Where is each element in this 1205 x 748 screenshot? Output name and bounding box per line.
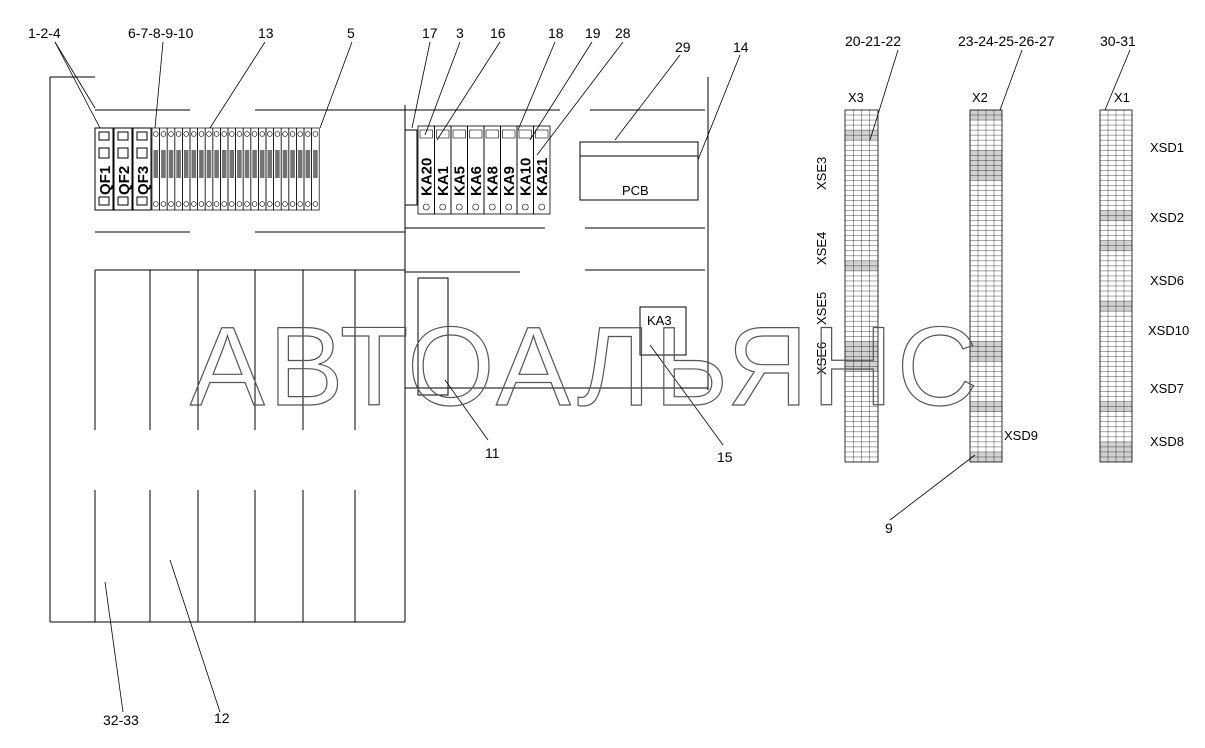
connector-x3-label: X3 [848, 90, 864, 105]
connector-side-label: XSD6 [1150, 273, 1184, 288]
terminal [174, 127, 183, 211]
relay-label: KA10 [518, 158, 535, 196]
connector-side-label: XSD1 [1150, 140, 1184, 155]
terminal [182, 127, 191, 211]
terminal [250, 127, 259, 211]
connector-x2 [969, 109, 1003, 463]
pcb-label: PCB [622, 183, 649, 198]
terminal [189, 127, 198, 211]
relay-ka3: KA3 [639, 306, 687, 356]
relay-label: KA5 [452, 166, 469, 196]
terminal [159, 127, 168, 211]
callout-label: 16 [490, 25, 506, 41]
callout-label: 28 [615, 25, 631, 41]
breaker-qf1: QF1 [94, 127, 114, 211]
connector-x3 [844, 109, 879, 463]
relay-label: KA21 [534, 158, 551, 196]
relay: KA10 [516, 125, 535, 215]
relay-label: KA20 [419, 158, 436, 196]
relay: KA8 [483, 125, 502, 215]
terminal-row [151, 127, 320, 211]
connector-side-label: XSE5 [814, 292, 829, 325]
terminal [258, 127, 267, 211]
terminal [166, 127, 176, 211]
relay: KA6 [467, 125, 485, 215]
connector-x1 [1099, 109, 1133, 463]
callout-label: 3 [456, 25, 464, 41]
callout-label: 9 [885, 520, 893, 536]
callout-label: 5 [347, 25, 355, 41]
relay-label: KA8 [485, 166, 502, 196]
terminal [204, 127, 214, 211]
connector-side-label: XSD7 [1150, 381, 1184, 396]
terminal [197, 127, 206, 211]
connector-x2-label: X2 [972, 90, 988, 105]
callout-label: 15 [717, 449, 733, 465]
callout-label: 11 [485, 445, 500, 461]
breaker-qf2: QF2 [113, 127, 133, 211]
watermark: АВТОАЛЬЯНС [190, 304, 982, 429]
relay-label: KA9 [501, 166, 518, 196]
relay: KA20 [417, 125, 436, 215]
connector-side-label: XSD9 [1004, 428, 1038, 443]
relay: KA21 [533, 125, 551, 215]
terminal [280, 127, 290, 211]
relay-label: KA6 [468, 166, 485, 196]
terminal [288, 127, 297, 211]
pcb-board: PCB [579, 141, 699, 201]
callout-label: 14 [733, 39, 749, 55]
connector-side-label: XSD10 [1148, 323, 1189, 338]
terminal [303, 127, 312, 211]
callout-label: 12 [214, 710, 230, 726]
terminal [296, 127, 305, 211]
callout-label: 18 [548, 25, 564, 41]
relay-ka3-label: KA3 [647, 313, 672, 328]
connector-side-label: XSD8 [1150, 434, 1184, 449]
breaker-label: QF3 [135, 166, 152, 195]
callouts: 1-2-4 6-7-8-9-10 13 5 17 3 16 18 19 28 2… [28, 25, 1136, 728]
breaker-block: QF1 QF2 QF3 [94, 127, 320, 211]
relay-label: KA1 [435, 166, 452, 196]
breaker-qf3: QF3 [132, 127, 152, 211]
breaker-label: QF2 [116, 166, 133, 195]
callout-label: 17 [422, 25, 438, 41]
relay: KA9 [500, 125, 518, 215]
terminal [311, 127, 320, 211]
terminal [227, 127, 236, 211]
callout-label: 32-33 [103, 712, 139, 728]
cabinet-frame [49, 76, 709, 623]
callout-label: 30-31 [1100, 33, 1136, 49]
connector-side-label: XSD2 [1150, 210, 1184, 225]
callout-label: 19 [585, 25, 601, 41]
terminal [235, 127, 244, 211]
connector-side-label: XSE6 [814, 342, 829, 375]
connector-side-label: XSE3 [814, 157, 829, 190]
terminal [220, 127, 229, 211]
callout-label: 23-24-25-26-27 [958, 33, 1055, 49]
leader-lines [54, 41, 1131, 713]
callout-label: 13 [258, 25, 274, 41]
breaker-label: QF1 [97, 166, 114, 195]
connector-x1-label: X1 [1114, 90, 1130, 105]
callout-label: 1-2-4 [28, 25, 61, 41]
callout-label: 6-7-8-9-10 [128, 25, 194, 41]
terminal [273, 127, 282, 211]
relay: KA5 [450, 125, 469, 215]
callout-label: 29 [675, 39, 691, 55]
connector-side-label: XSE4 [814, 232, 829, 265]
callout-label: 20-21-22 [845, 33, 901, 49]
terminal [151, 127, 160, 211]
terminal [242, 127, 252, 211]
terminal [265, 127, 274, 211]
terminal [212, 127, 221, 211]
